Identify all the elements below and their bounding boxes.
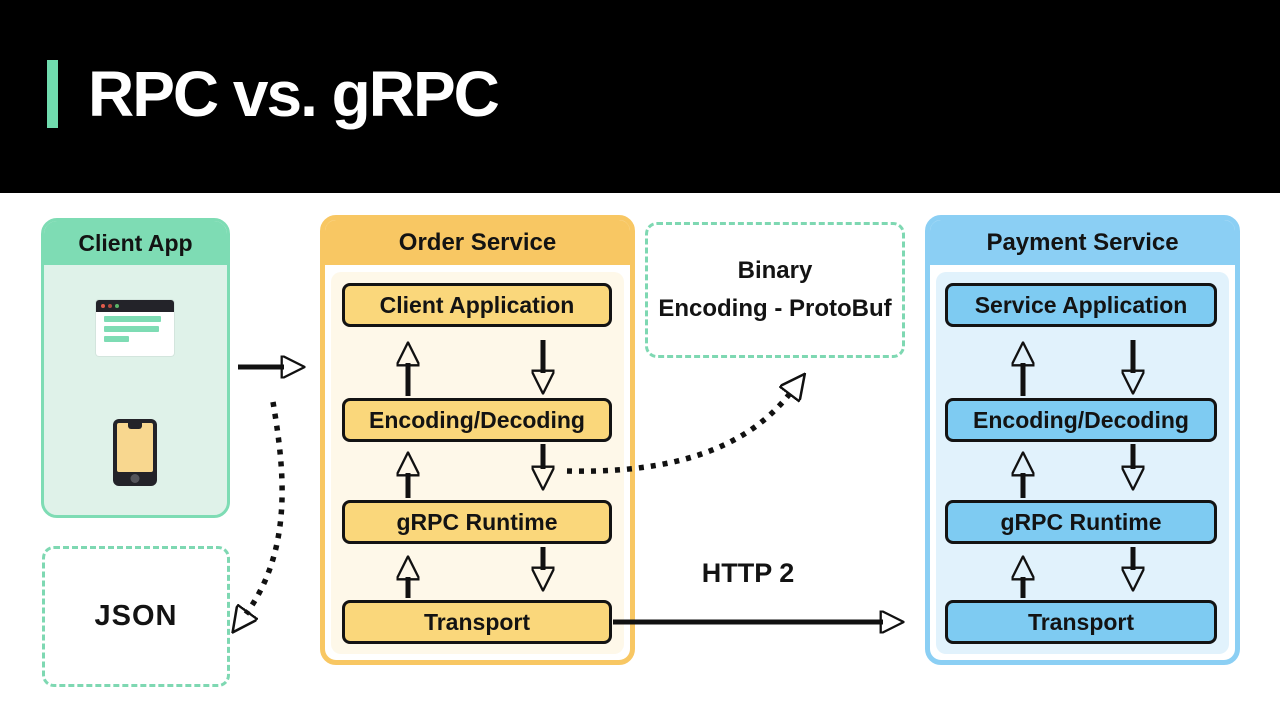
dotted-arrow-client-to-json <box>246 401 285 614</box>
payment-service-body <box>936 272 1229 654</box>
page-title: RPC vs. gRPC <box>88 58 500 130</box>
http2-label: HTTP 2 <box>701 558 795 588</box>
client-app-panel-title: Client App <box>44 221 227 265</box>
binary-encoding-box: Binary Encoding - ProtoBuf <box>645 222 905 358</box>
binary-encoding-line1: Binary <box>737 257 813 284</box>
client-app-panel: Client App <box>41 218 230 518</box>
payment-layer-transport: Transport <box>945 600 1217 644</box>
order-service-panel-title: Order Service <box>325 220 630 265</box>
browser-content-line <box>104 326 159 332</box>
order-layer-transport: Transport <box>342 600 612 644</box>
json-box: JSON <box>42 546 230 687</box>
browser-dot-red <box>101 304 105 308</box>
payment-service-panel-title: Payment Service <box>930 220 1235 265</box>
smartphone-notch <box>128 423 142 429</box>
title-banner: RPC vs. gRPC <box>0 0 1280 193</box>
browser-content-line <box>104 336 129 342</box>
binary-encoding-line2: Encoding - ProtoBuf <box>658 295 892 322</box>
order-layer-grpc-runtime: gRPC Runtime <box>342 500 612 544</box>
title-accent-bar <box>47 60 58 128</box>
browser-dot-orange <box>108 304 112 308</box>
payment-layer-service-application: Service Application <box>945 283 1217 327</box>
smartphone-icon <box>113 419 157 486</box>
order-service-body <box>331 272 624 654</box>
order-layer-encoding-decoding: Encoding/Decoding <box>342 398 612 442</box>
browser-titlebar <box>96 300 174 312</box>
payment-layer-encoding-decoding: Encoding/Decoding <box>945 398 1217 442</box>
smartphone-home-button <box>130 474 140 483</box>
browser-dot-green <box>115 304 119 308</box>
payment-layer-grpc-runtime: gRPC Runtime <box>945 500 1217 544</box>
browser-window-icon <box>96 300 174 356</box>
json-label: JSON <box>94 600 178 632</box>
order-layer-client-application: Client Application <box>342 283 612 327</box>
browser-content-line <box>104 316 161 322</box>
smartphone-screen <box>117 423 153 472</box>
